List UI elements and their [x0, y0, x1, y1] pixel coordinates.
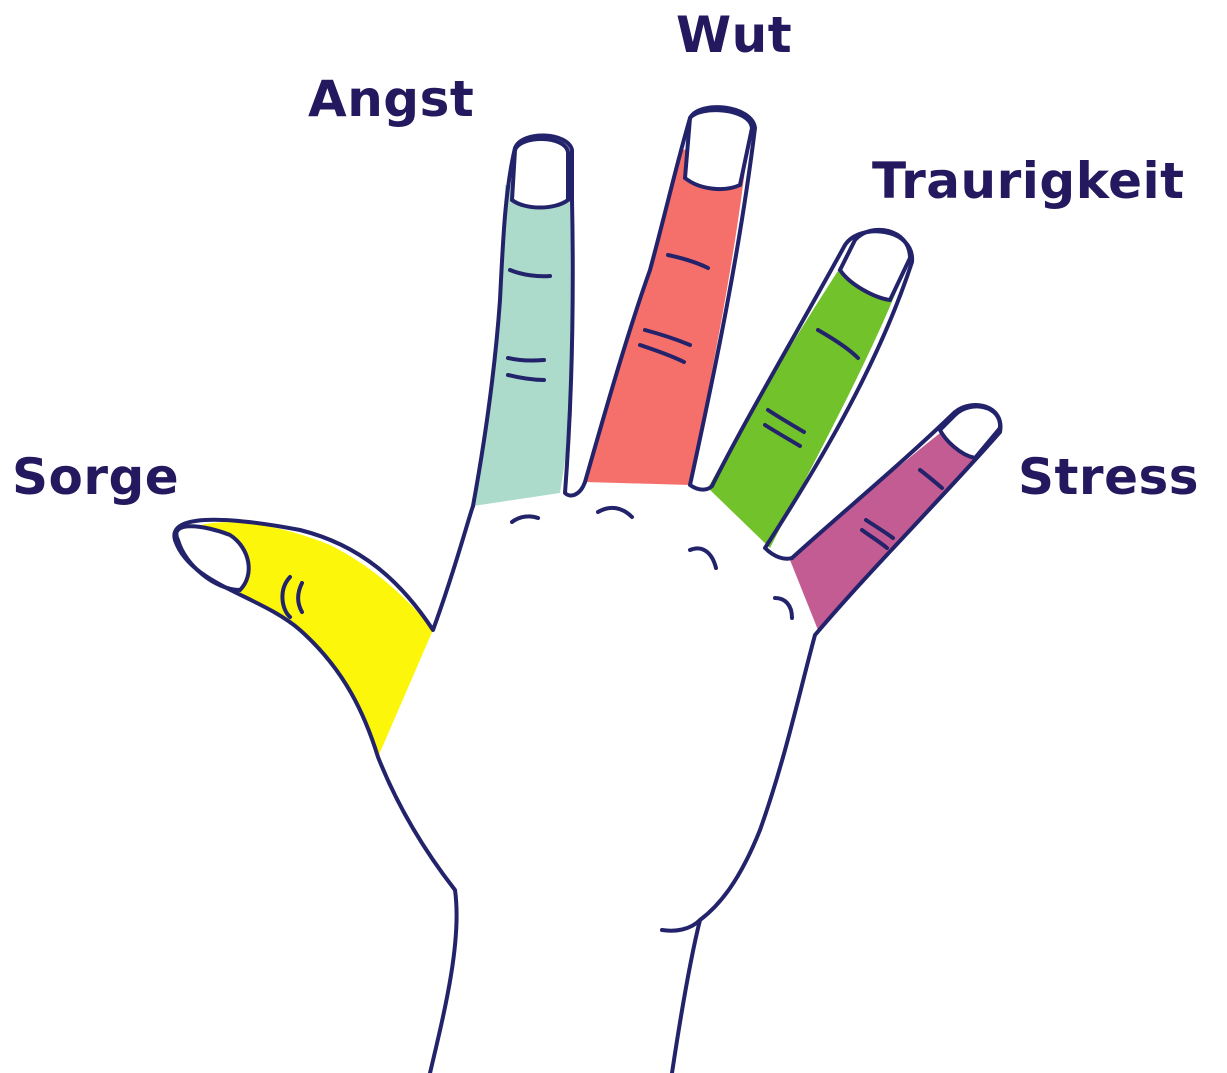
wrist-mark — [662, 920, 700, 931]
label-sorge: Sorge — [12, 452, 179, 502]
index-finger-angst-fill — [473, 185, 572, 506]
palm-knuckle-crease — [690, 548, 716, 568]
pinky-outline — [672, 405, 1001, 1073]
index-nail — [512, 139, 568, 208]
label-stress: Stress — [1018, 452, 1199, 502]
label-wut: Wut — [676, 10, 792, 60]
palm-knuckle-crease — [512, 516, 538, 522]
palm-knuckle-crease — [598, 508, 632, 517]
label-angst: Angst — [308, 74, 474, 124]
palm-knuckle-crease — [775, 598, 792, 618]
label-traurigkeit: Traurigkeit — [872, 156, 1185, 206]
middle-nail — [685, 110, 752, 189]
